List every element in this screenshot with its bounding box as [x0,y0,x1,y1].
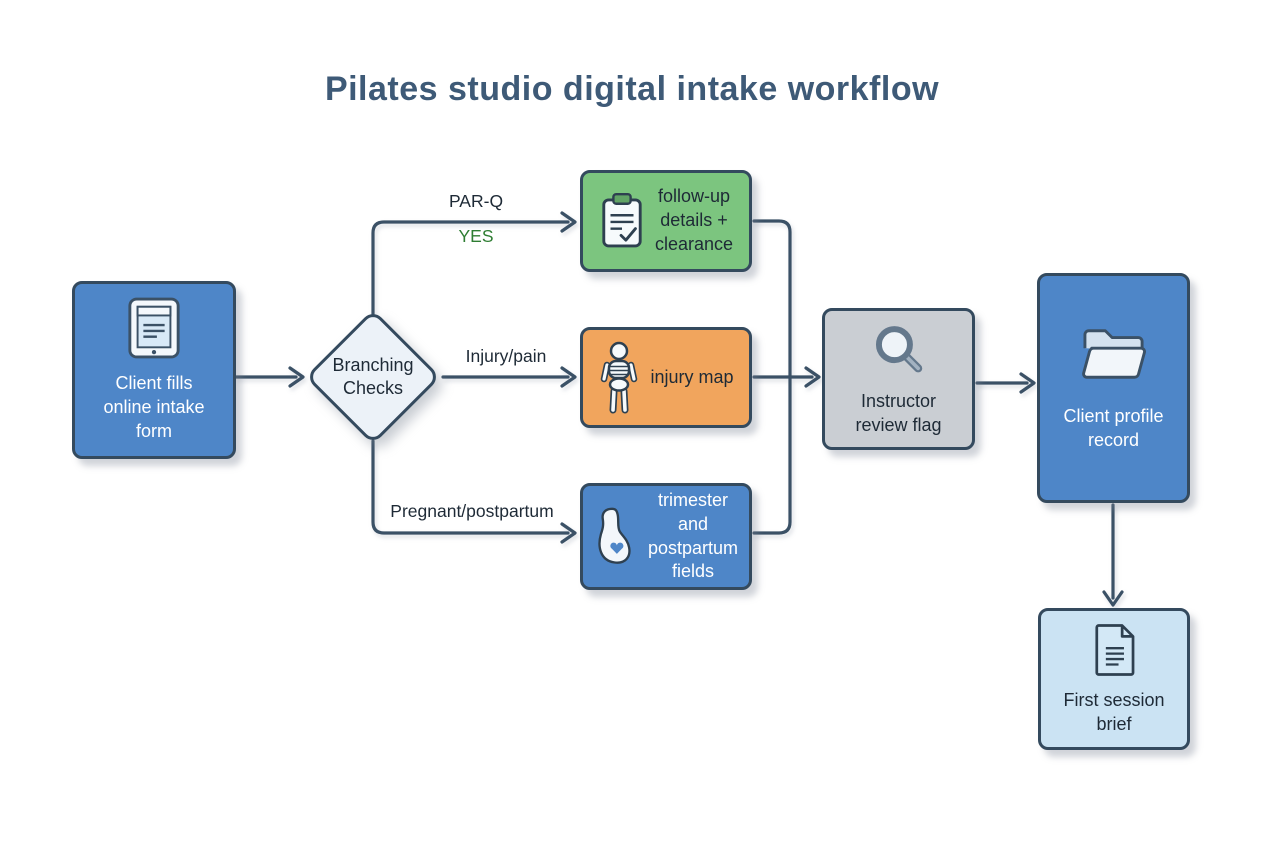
edge-intake-arrowhead [288,366,305,388]
edge-label-parq: PAR-Q [448,191,504,211]
skeleton-icon [601,341,638,413]
edge-followup-arrowhead [560,211,577,233]
node-label: Client profile record [1063,406,1164,450]
node-label: Branching Checks [332,354,414,398]
node-injury-map: injury map [580,327,752,428]
edge-label-injury-pain: Injury/pain [465,346,547,366]
edge-review-arrowhead [804,366,821,388]
node-label: First session brief [1063,690,1165,734]
document-icon [1095,624,1135,677]
clipboard-check-icon [602,192,642,248]
node-label: Instructor review flag [855,391,942,435]
edge-profile-arrowhead [1019,372,1036,394]
node-instructor-review-flag: Instructor review flag [822,308,975,450]
edge-injury-arrowhead [560,366,577,388]
edge-label-pregnant-postpartum: Pregnant/postpartum [390,501,554,521]
page-title: Pilates studio digital intake workflow [324,70,940,108]
node-trimester-postpartum: trimester and postpartum fields [580,483,752,590]
magnifier-icon [875,326,922,373]
folder-icon [1081,329,1146,379]
pregnancy-icon [598,507,631,564]
edge-label-parq-yes: YES [458,226,494,246]
node-label: injury map [650,366,734,387]
node-label: Client fills online intake form [103,373,205,441]
edge-brief-arrowhead [1102,590,1124,607]
node-followup-clearance: follow-up details + clearance [580,170,752,272]
edge-trimester-arrowhead [560,522,577,544]
edge-trimester-merge [752,375,792,535]
node-label: trimester and postpartum fields [647,490,739,582]
node-branching-checks: Branching Checks [305,309,441,445]
tablet-form-icon [128,297,180,359]
node-client-profile-record: Client profile record [1037,273,1190,503]
node-client-intake-form: Client fills online intake form [72,281,236,459]
node-first-session-brief: First session brief [1038,608,1190,750]
node-label: follow-up details + clearance [654,186,734,254]
edge-followup-merge [752,219,792,379]
